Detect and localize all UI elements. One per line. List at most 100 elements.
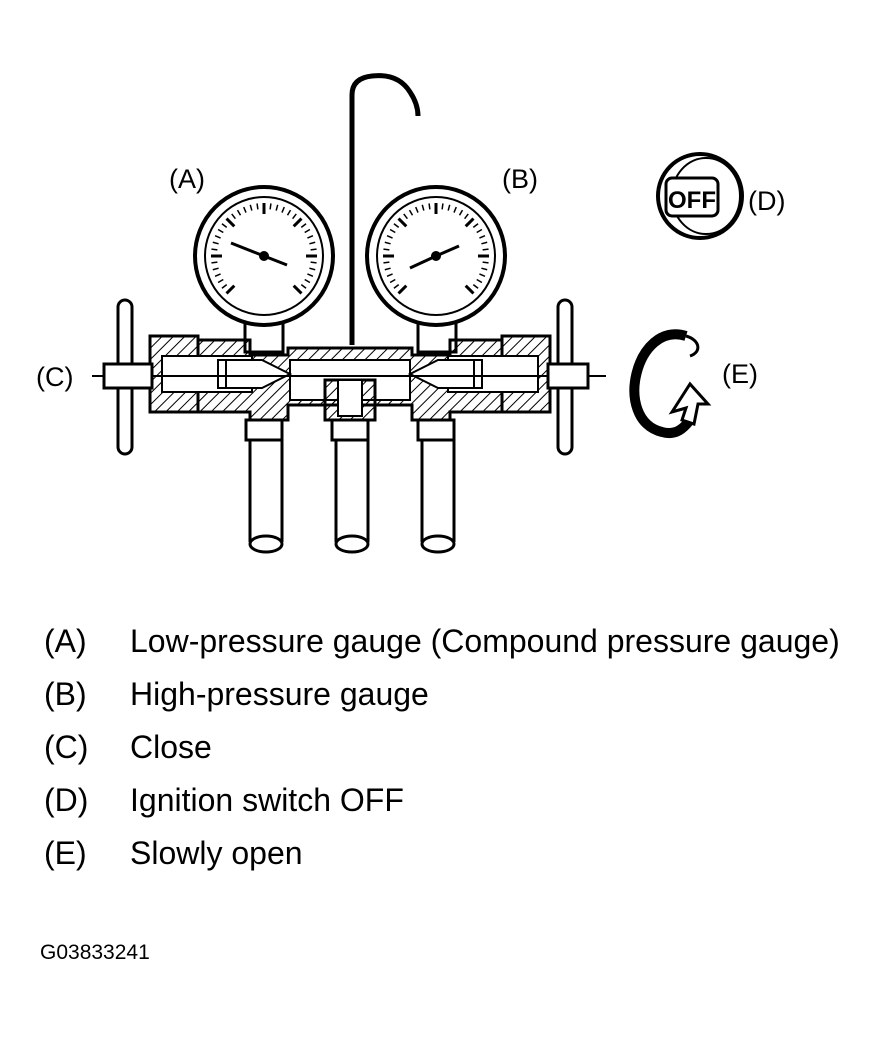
gauge-tick	[225, 284, 236, 295]
gauge-tick	[482, 248, 489, 251]
legend-text: Low-pressure gauge (Compound pressure ga…	[130, 623, 840, 659]
gauge-tick	[309, 241, 316, 245]
left-handwheel[interactable]	[102, 298, 154, 456]
gauge-a-ticks	[211, 203, 317, 295]
gauge-tick	[292, 213, 297, 220]
ignition-key-icon: OFF	[656, 152, 744, 240]
legend-key: (A)	[44, 623, 87, 659]
hose-fittings	[244, 418, 456, 442]
legend-key: (D)	[44, 782, 89, 818]
hoses	[248, 440, 456, 554]
gauge-tick	[310, 261, 317, 264]
callout-a: (A)	[169, 164, 205, 194]
gauge-tick	[464, 217, 475, 228]
gauge-tick	[217, 228, 224, 234]
gauge-tick	[464, 213, 469, 220]
right-valve-assembly	[407, 334, 552, 414]
legend: (A) Low-pressure gauge (Compound pressur…	[44, 618, 854, 883]
gauge-tick	[464, 284, 475, 295]
gauge-tick	[453, 206, 457, 213]
gauge-tick	[300, 223, 307, 228]
gauge-tick	[214, 235, 221, 239]
gauge-tick	[479, 273, 486, 277]
gauge-tick	[221, 223, 228, 228]
gauge-tick	[212, 267, 219, 271]
gauge-tick	[212, 241, 219, 245]
gauge-tick	[310, 248, 317, 251]
legend-item-e: (E) Slowly open	[44, 830, 854, 876]
gauge-tick	[384, 267, 391, 271]
gauge-tick	[389, 278, 396, 284]
gauge-tick	[221, 284, 228, 289]
high-pressure-gauge	[365, 185, 507, 327]
gauge-tick	[447, 204, 451, 211]
gauge-tick	[472, 223, 479, 228]
figure-code: G03833241	[40, 941, 150, 964]
gauge-tick	[225, 217, 236, 228]
gauge-tick	[307, 235, 314, 239]
gauge-tick	[393, 284, 400, 289]
gauge-tick	[441, 203, 444, 210]
gauge-tick	[476, 228, 483, 234]
gauge-tick	[292, 217, 303, 228]
low-pressure-gauge	[193, 185, 335, 327]
gauge-tick	[269, 203, 272, 210]
gauge-tick	[307, 273, 314, 277]
gauge-tick	[304, 228, 311, 234]
gauge-tick	[386, 273, 393, 277]
gauge-tick	[389, 228, 396, 234]
legend-text: Slowly open	[130, 835, 303, 871]
gauge-tick	[231, 213, 236, 220]
gauge-tick	[214, 273, 221, 277]
gauge-tick	[403, 213, 408, 220]
hanging-hook	[349, 73, 421, 345]
gauge-tick	[281, 206, 285, 213]
legend-key: (B)	[44, 676, 87, 712]
legend-text: Ignition switch OFF	[130, 782, 404, 818]
gauge-tick	[481, 267, 488, 271]
gauge-tick	[482, 261, 489, 264]
gauge-tick	[386, 235, 393, 239]
gauge-tick	[304, 278, 311, 284]
gauge-tick	[397, 284, 408, 295]
legend-key: (C)	[44, 729, 89, 765]
gauge-tick	[408, 209, 414, 216]
gauge-tick	[236, 209, 242, 216]
legend-item-c: (C) Close	[44, 724, 854, 770]
gauge-tick	[415, 206, 419, 213]
rotation-arrow-icon	[629, 329, 712, 438]
gauge-tick	[479, 235, 486, 239]
callout-e: (E)	[722, 359, 758, 389]
legend-text: High-pressure gauge	[130, 676, 429, 712]
callout-c: (C)	[36, 362, 74, 392]
gauge-tick	[458, 209, 464, 216]
switch-off-label: OFF	[668, 187, 716, 214]
legend-item-b: (B) High-pressure gauge	[44, 671, 854, 717]
legend-key: (E)	[44, 835, 87, 871]
gauge-tick	[397, 217, 408, 228]
gauge-tick	[217, 278, 224, 284]
legend-item-a: (A) Low-pressure gauge (Compound pressur…	[44, 618, 854, 664]
manifold-gauge-illustration: OFF	[92, 73, 744, 554]
manifold-body	[196, 338, 504, 422]
legend-item-d: (D) Ignition switch OFF	[44, 777, 854, 823]
left-valve-assembly	[148, 334, 293, 414]
gauge-tick	[383, 248, 390, 251]
gauge-tick	[211, 248, 218, 251]
gauge-b-ticks	[383, 203, 489, 295]
gauge-tick	[383, 261, 390, 264]
gauge-tick	[421, 204, 425, 211]
gauge-tick	[292, 284, 303, 295]
gauge-tick	[243, 206, 247, 213]
gauge-tick	[476, 278, 483, 284]
gauge-tick	[211, 261, 218, 264]
gauge-tick	[428, 203, 431, 210]
gauge-tick	[256, 203, 259, 210]
gauge-tick	[309, 267, 316, 271]
gauge-tick	[300, 284, 307, 289]
gauge-tick	[384, 241, 391, 245]
gauge-tick	[275, 204, 279, 211]
right-handwheel[interactable]	[546, 298, 590, 456]
gauge-tick	[393, 223, 400, 228]
gauge-tick	[286, 209, 292, 216]
